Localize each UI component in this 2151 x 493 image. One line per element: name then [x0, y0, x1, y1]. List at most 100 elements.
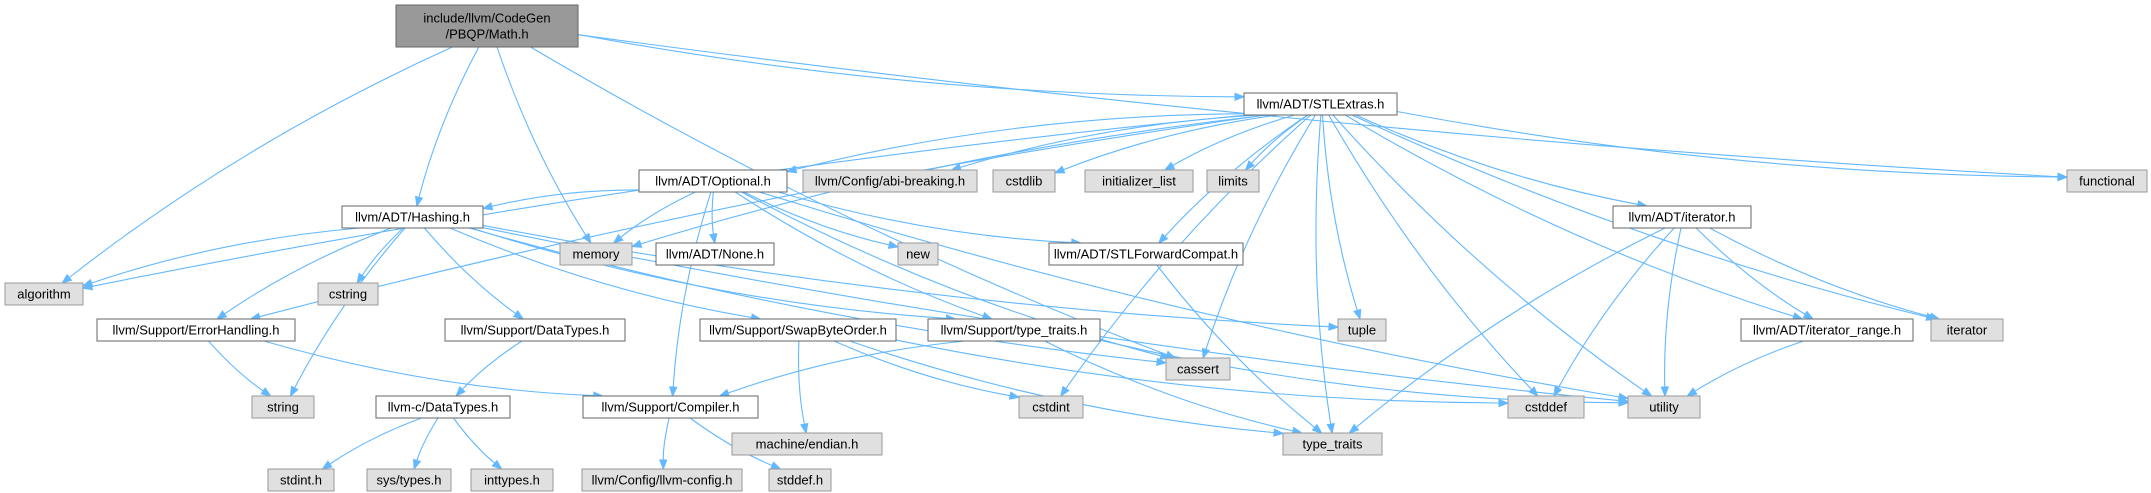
edge-line [1396, 110, 2059, 178]
node-label: functional [2079, 174, 2135, 189]
node-datatypes[interactable]: llvm/Support/DataTypes.h [444, 318, 626, 342]
node-box [366, 468, 452, 492]
arrowhead [1156, 357, 1168, 366]
node-optional[interactable]: llvm/ADT/Optional.h [638, 169, 788, 193]
node-label: llvm/Config/abi-breaking.h [815, 174, 965, 189]
edge-stlextras-to-initlist [1163, 114, 1295, 171]
edge-stlextras-to-utility [1332, 114, 1653, 397]
arrowhead [512, 310, 525, 320]
node-box [699, 318, 897, 342]
edge-errorhandling-to-string [207, 340, 272, 397]
node-swapbyte[interactable]: llvm/Support/SwapByteOrder.h [699, 318, 897, 342]
node-cstdint: cstdint [1018, 395, 1084, 419]
node-label: include/llvm/CodeGen [423, 11, 550, 26]
node-label: string [267, 400, 299, 415]
arrowhead [455, 386, 466, 398]
node-llvmconfig: llvm/Config/llvm-config.h [581, 468, 743, 492]
node-label: llvm/Support/type_traits.h [941, 323, 1088, 338]
node-box [559, 242, 633, 266]
node-box [444, 318, 626, 342]
node-cdatatypes[interactable]: llvm-c/DataTypes.h [375, 395, 511, 419]
edge-line [491, 189, 640, 207]
node-compiler[interactable]: llvm/Support/Compiler.h [582, 395, 759, 419]
node-label: stdint.h [280, 473, 322, 488]
node-box [731, 432, 883, 456]
node-box [1612, 205, 1752, 229]
node-label: stddef.h [777, 473, 823, 488]
edge-line [849, 340, 1275, 434]
node-box [927, 318, 1101, 342]
edge-line [1664, 227, 1682, 388]
arrowhead [2057, 172, 2069, 182]
arrowhead [356, 272, 366, 285]
node-iterrange[interactable]: llvm/ADT/iterator_range.h [1740, 318, 1914, 342]
arrowhead [1234, 92, 1246, 102]
node-root[interactable]: include/llvm/CodeGen/PBQP/Math.h [395, 4, 579, 48]
node-utility: utility [1627, 395, 1701, 419]
edge-line [207, 340, 264, 392]
edge-line [224, 227, 392, 315]
edge-hashing-to-cstring [356, 227, 404, 285]
edge-optional-to-stlfwd [778, 191, 1083, 247]
node-box [251, 395, 315, 419]
node-label: llvm/Support/DataTypes.h [461, 323, 610, 338]
node-hashing[interactable]: llvm/ADT/Hashing.h [341, 205, 484, 229]
arrowhead [1660, 386, 1670, 398]
edge-line [482, 224, 1330, 328]
arrowhead [709, 233, 718, 245]
edge-compiler-to-llvmconfig [658, 417, 670, 471]
edge-line [449, 227, 752, 319]
edge-swapbyte-to-cstddef [895, 339, 1510, 408]
arrowhead [1060, 385, 1070, 398]
node-box [1048, 242, 1244, 266]
edge-cdatatypes-to-stdint [321, 417, 422, 470]
edge-line [263, 340, 594, 397]
node-label: iterator [1947, 323, 1988, 338]
edge-line [496, 46, 587, 236]
edge-line [1695, 227, 1806, 315]
arrowhead [582, 232, 592, 245]
arrowhead [61, 273, 73, 284]
edge-stlextras-to-tuple [1321, 114, 1362, 321]
edge-line [416, 417, 439, 461]
node-new: new [897, 242, 939, 266]
edge-typetraitsh-to-compiler [718, 340, 965, 397]
arrowhead [658, 459, 668, 471]
node-stdint: stdint.h [267, 468, 335, 492]
node-tuple: tuple [1337, 318, 1387, 342]
edge-line [759, 191, 1620, 398]
node-box [581, 468, 743, 492]
node-label: limits [1218, 174, 1248, 189]
node-iteratorh[interactable]: llvm/ADT/iterator.h [1612, 205, 1752, 229]
arrowhead [1311, 423, 1323, 434]
node-abibreaking: llvm/Config/abi-breaking.h [802, 169, 978, 193]
edge-root-to-cassert [530, 46, 1177, 359]
edge-line [1351, 114, 1927, 318]
edge-line [672, 191, 712, 388]
node-label: llvm/Support/ErrorHandling.h [113, 323, 280, 338]
edge-line [1332, 114, 1645, 392]
node-stlextras[interactable]: llvm/ADT/STLExtras.h [1243, 92, 1398, 116]
edge-line [1321, 114, 1358, 311]
node-label: sys/types.h [376, 473, 441, 488]
node-label: new [906, 247, 930, 262]
node-label: llvm/ADT/iterator_range.h [1753, 323, 1901, 338]
arrowhead [887, 240, 900, 249]
arrowhead [413, 458, 422, 471]
node-box [341, 205, 484, 229]
edge-line [329, 417, 422, 465]
node-box [1740, 318, 1914, 342]
edge-line [743, 191, 890, 246]
arrowhead [415, 195, 424, 208]
node-label: cstdlib [1006, 174, 1043, 189]
node-stlfwd[interactable]: llvm/ADT/STLForwardCompat.h [1048, 242, 1244, 266]
edge-line [1063, 114, 1279, 171]
edge-hashing-to-algorithm [81, 227, 360, 287]
node-errorhandling[interactable]: llvm/Support/ErrorHandling.h [96, 318, 296, 342]
node-typetraitsh[interactable]: llvm/Support/type_traits.h [927, 318, 1101, 342]
node-box [375, 395, 511, 419]
edge-line [1355, 227, 1666, 428]
arrowhead [1353, 308, 1362, 321]
node-box [992, 169, 1056, 193]
node-none[interactable]: llvm/ADT/None.h [655, 242, 775, 266]
